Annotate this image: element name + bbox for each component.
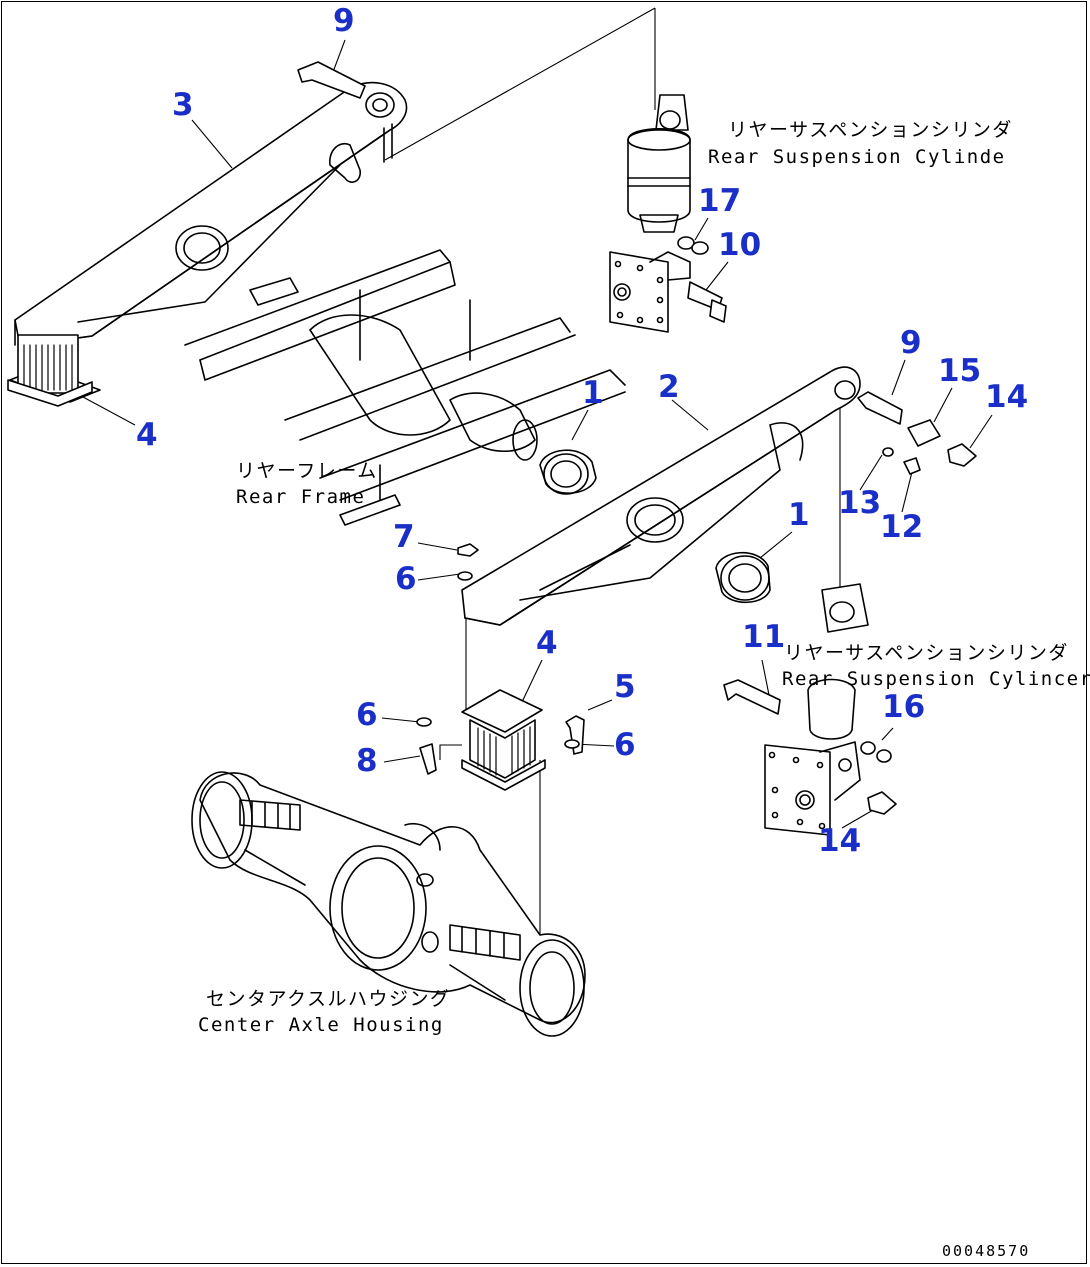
grease-fitting-14-lower [867, 791, 897, 815]
callout-11: 11 [742, 619, 786, 655]
callout-14: 14 [818, 823, 862, 859]
suspension-cylinder-upper [627, 94, 691, 233]
callout-14: 14 [985, 379, 1029, 415]
cylinder-bracket-upper [609, 251, 691, 333]
washers-17 [677, 236, 709, 255]
callout-1: 1 [582, 375, 604, 411]
rubber-mount-upper [7, 334, 101, 407]
callout-4: 4 [536, 625, 558, 661]
suspension-cylinder-lower [807, 583, 869, 740]
callout-9: 9 [333, 3, 355, 39]
label-center-axle-housing-jp: センタアクスルハウジング [206, 988, 451, 1010]
callout-6: 6 [356, 697, 378, 733]
center-axle-housing [191, 771, 586, 1037]
label-rear-frame-en: Rear Frame [236, 486, 366, 508]
label-rear-suspension-cylinder-2-en: Rear Suspension Cylincer [782, 668, 1090, 690]
callout-4: 4 [136, 417, 158, 453]
rubber-mount-lower [461, 689, 546, 791]
bushing-1-lower [715, 551, 771, 603]
nut-7 [457, 543, 479, 557]
callout-15: 15 [938, 353, 982, 389]
callout-3: 3 [172, 87, 194, 123]
label-center-axle-housing-en: Center Axle Housing [198, 1014, 444, 1036]
collar-15 [907, 419, 941, 447]
label-rear-suspension-cylinder-en: Rear Suspension Cylinde [708, 146, 1006, 168]
equalizer-bar-lower [461, 366, 861, 626]
callout-13: 13 [838, 485, 882, 521]
equalizer-bar-upper [14, 81, 408, 347]
label-rear-frame-jp: リヤーフレーム [236, 460, 378, 482]
rear-frame [184, 249, 626, 526]
drawing-code: 00048570 [942, 1242, 1031, 1260]
washers-16 [860, 741, 892, 763]
label-rear-suspension-cylinder-2-jp: リヤーサスペンションシリンダ [784, 642, 1069, 664]
callout-7: 7 [393, 519, 415, 555]
washer-6-top [457, 571, 473, 581]
callout-6: 6 [395, 561, 417, 597]
pin-10 [687, 281, 727, 323]
pin-11 [723, 679, 781, 715]
bolt-12 [903, 457, 921, 475]
callout-17: 17 [698, 183, 742, 219]
callout-6: 6 [614, 727, 636, 763]
grease-fitting-14-upper [947, 443, 977, 467]
bushing-1-upper [539, 449, 597, 495]
callout-12: 12 [880, 509, 924, 545]
cylinder-bracket-lower [764, 741, 861, 836]
callout-5: 5 [614, 669, 636, 705]
assembly-lines [384, 7, 841, 940]
washer-6-right [564, 739, 580, 749]
callout-8: 8 [356, 743, 378, 779]
leader-lines [69, 39, 993, 829]
callout-16: 16 [882, 689, 926, 725]
washer-13 [882, 447, 894, 457]
callout-2: 2 [658, 369, 680, 405]
pin-9-upper [297, 61, 366, 99]
washer-6-left [416, 717, 432, 727]
callout-10: 10 [718, 227, 762, 263]
bolt-8 [419, 743, 437, 775]
label-rear-suspension-cylinder-jp: リヤーサスペンションシリンダ [728, 119, 1013, 141]
callout-9: 9 [900, 325, 922, 361]
callout-1: 1 [788, 497, 810, 533]
pin-9-lower [857, 391, 903, 425]
